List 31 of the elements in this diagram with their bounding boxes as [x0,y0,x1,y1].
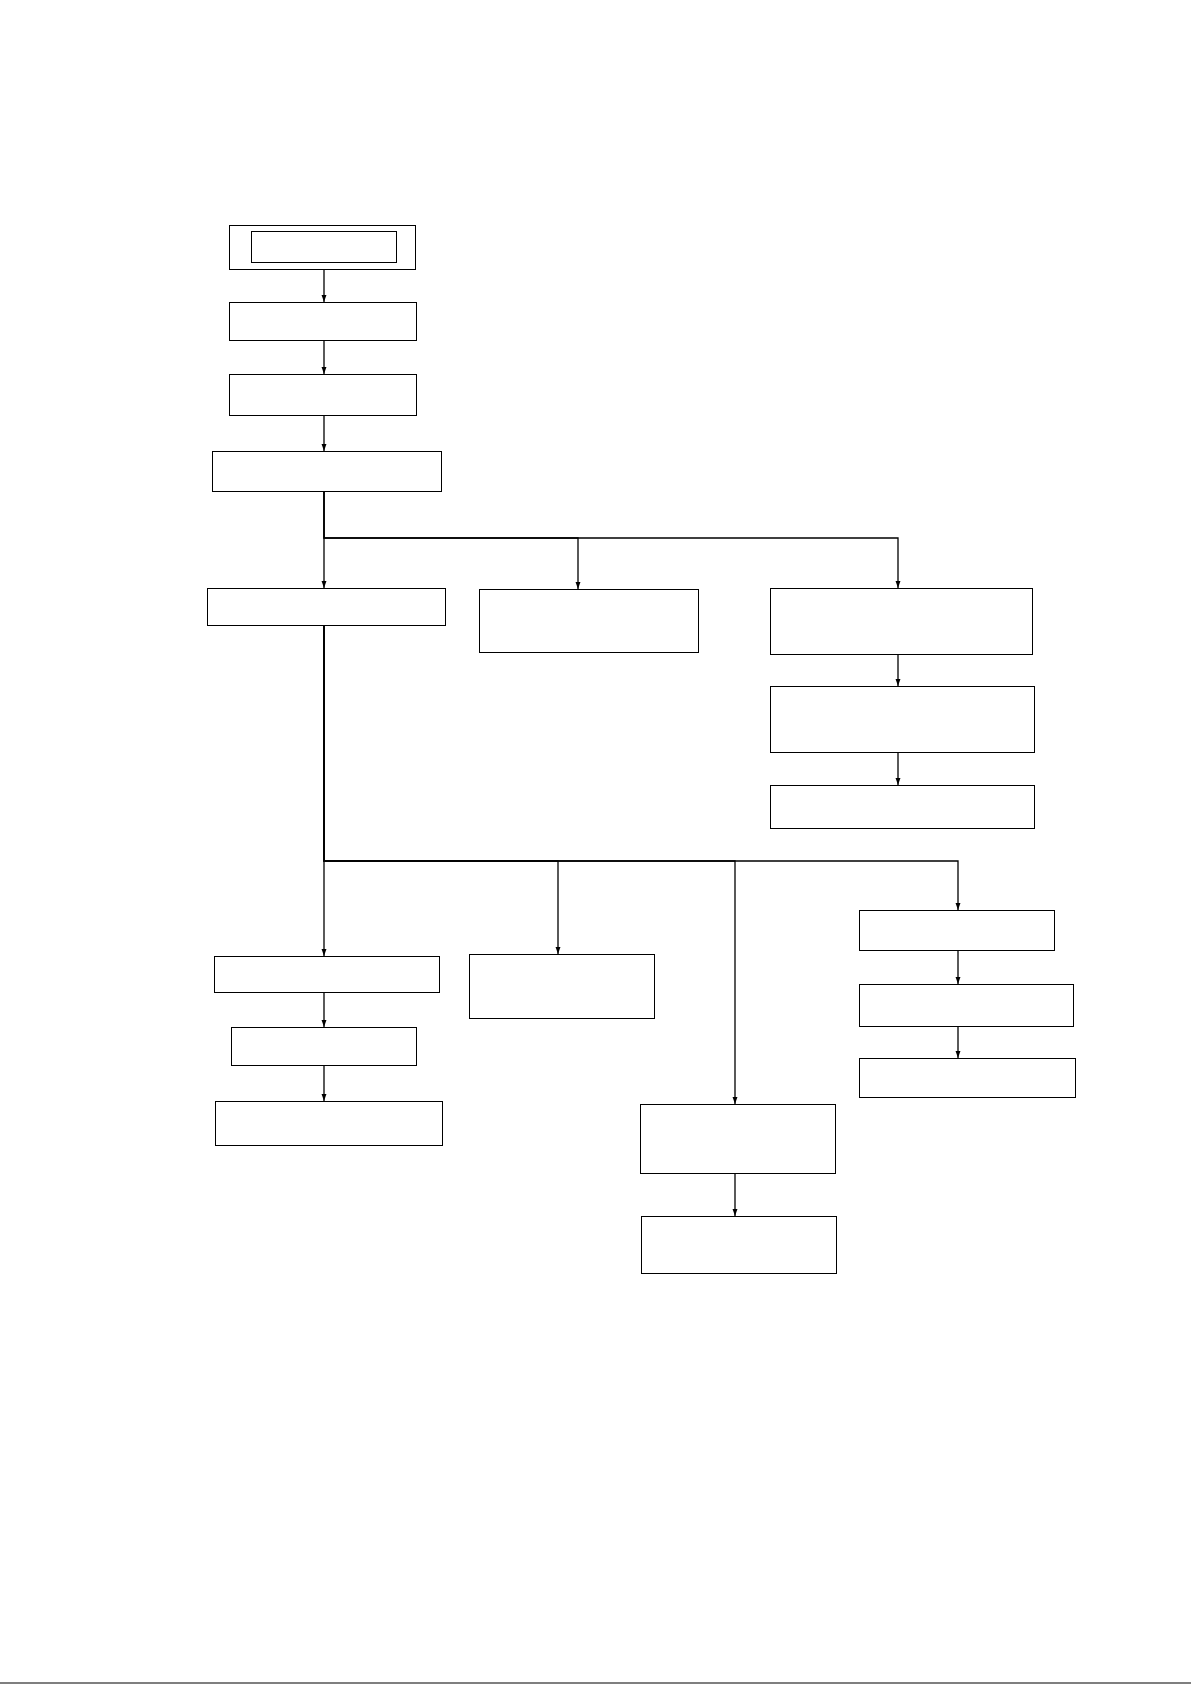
arrow [895,654,901,687]
process-box [207,588,446,626]
arrow [955,950,961,985]
process-box [770,686,1035,753]
process-box [640,1104,836,1174]
process-box [229,225,416,270]
process-box [214,956,440,993]
arrow [732,1173,738,1217]
arrow [955,1026,961,1059]
process-box [469,954,655,1019]
process-box [770,588,1033,655]
process-box [251,231,397,263]
process-box [212,451,442,492]
process-box [641,1216,837,1274]
arrow [321,1065,327,1102]
arrow [323,491,901,589]
process-box [229,374,417,416]
process-box [770,785,1035,829]
arrow [321,415,327,452]
process-box [859,910,1055,951]
process-box [231,1027,417,1066]
arrow [323,625,961,911]
process-box [229,302,417,341]
arrow [321,269,327,303]
process-box [215,1101,443,1146]
arrow [321,340,327,375]
arrow [895,752,901,786]
process-box [479,589,699,653]
process-box [859,1058,1076,1098]
process-box [859,984,1074,1027]
arrow [321,992,327,1028]
